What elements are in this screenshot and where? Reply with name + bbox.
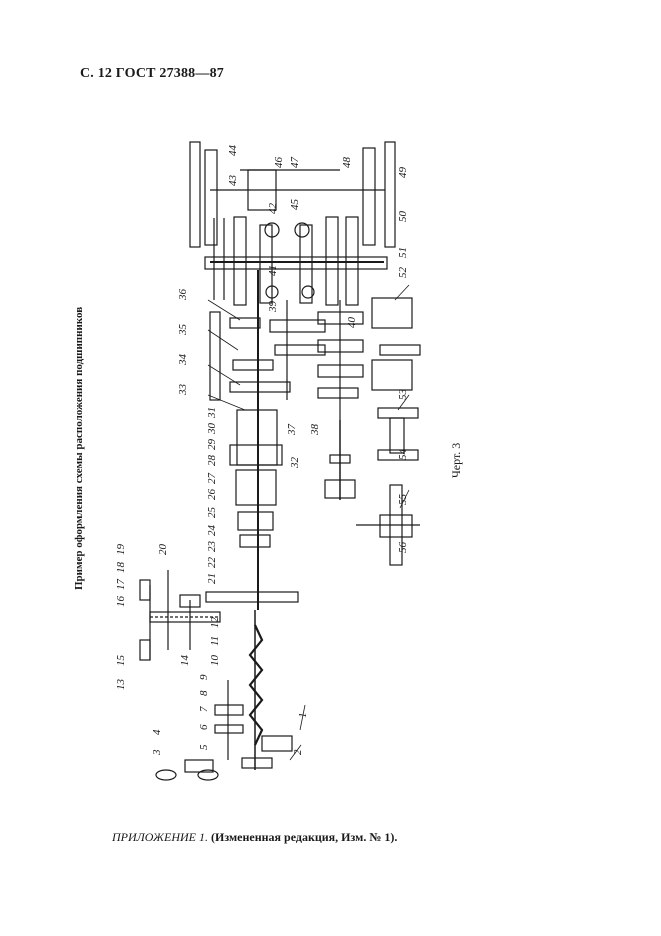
callout-26: 26 (206, 489, 218, 501)
footer-appendix-label: ПРИЛОЖЕНИЕ 1. (112, 830, 208, 844)
callout-50: 50 (397, 211, 409, 223)
callout-23: 23 (206, 541, 218, 553)
callout-25: 25 (206, 507, 218, 519)
callout-44: 44 (227, 145, 239, 157)
callout-12: 12 (209, 617, 221, 629)
callout-34: 34 (177, 354, 189, 367)
callout-7: 7 (198, 706, 210, 712)
callout-32: 32 (289, 457, 301, 470)
callout-4: 4 (151, 729, 163, 735)
callout-13: 13 (115, 679, 127, 691)
callout-31: 31 (206, 407, 218, 419)
callout-22: 22 (206, 557, 218, 569)
callout-42: 42 (267, 203, 279, 215)
callout-27: 27 (206, 473, 218, 485)
callout-47: 47 (289, 157, 301, 169)
callout-38: 38 (309, 424, 321, 437)
callout-9: 9 (198, 674, 210, 680)
callout-30: 30 (206, 423, 218, 436)
page-header: С. 12 ГОСТ 27388—87 (80, 66, 224, 81)
callout-54: 54 (397, 449, 409, 461)
callout-41: 41 (267, 265, 279, 276)
callout-53: 53 (397, 389, 409, 401)
callout-6: 6 (198, 724, 210, 730)
callout-55: 55 (397, 494, 409, 506)
callout-18: 18 (115, 562, 127, 574)
callout-35: 35 (177, 324, 189, 337)
callout-45: 45 (289, 199, 301, 211)
callout-48: 48 (341, 157, 353, 169)
callout-24: 24 (206, 525, 218, 537)
callout-36: 36 (177, 289, 189, 302)
callout-28: 28 (206, 455, 218, 467)
callout-17: 17 (115, 579, 127, 591)
footer-note: ПРИЛОЖЕНИЕ 1. (Измененная редакция, Изм.… (112, 830, 397, 845)
footer-revision-note: (Измененная редакция, Изм. № 1). (210, 830, 398, 844)
callout-19: 19 (115, 544, 127, 556)
callout-33: 33 (177, 384, 189, 397)
callout-labels: 1 2 3 4 5 6 7 8 9 10 11 12 13 14 15 16 1… (115, 145, 409, 757)
callout-1: 1 (297, 713, 309, 719)
callout-15: 15 (115, 655, 127, 667)
callout-46: 46 (273, 157, 285, 169)
callout-52: 52 (397, 267, 409, 279)
callout-11: 11 (209, 636, 221, 646)
callout-14: 14 (179, 655, 191, 667)
callout-21: 21 (206, 573, 218, 584)
callout-29: 29 (206, 439, 218, 451)
callout-2: 2 (292, 749, 304, 755)
callout-8: 8 (198, 690, 210, 696)
callout-3: 3 (151, 749, 163, 756)
callout-56: 56 (397, 542, 409, 554)
callout-20: 20 (157, 544, 169, 556)
callout-49: 49 (397, 167, 409, 179)
callout-5: 5 (198, 744, 210, 750)
callout-51: 51 (397, 247, 409, 258)
callout-37: 37 (286, 424, 298, 437)
callout-43: 43 (227, 175, 239, 187)
callout-10: 10 (209, 655, 221, 667)
callout-16: 16 (115, 596, 127, 608)
callout-39: 39 (267, 301, 279, 314)
callout-40: 40 (346, 317, 358, 329)
